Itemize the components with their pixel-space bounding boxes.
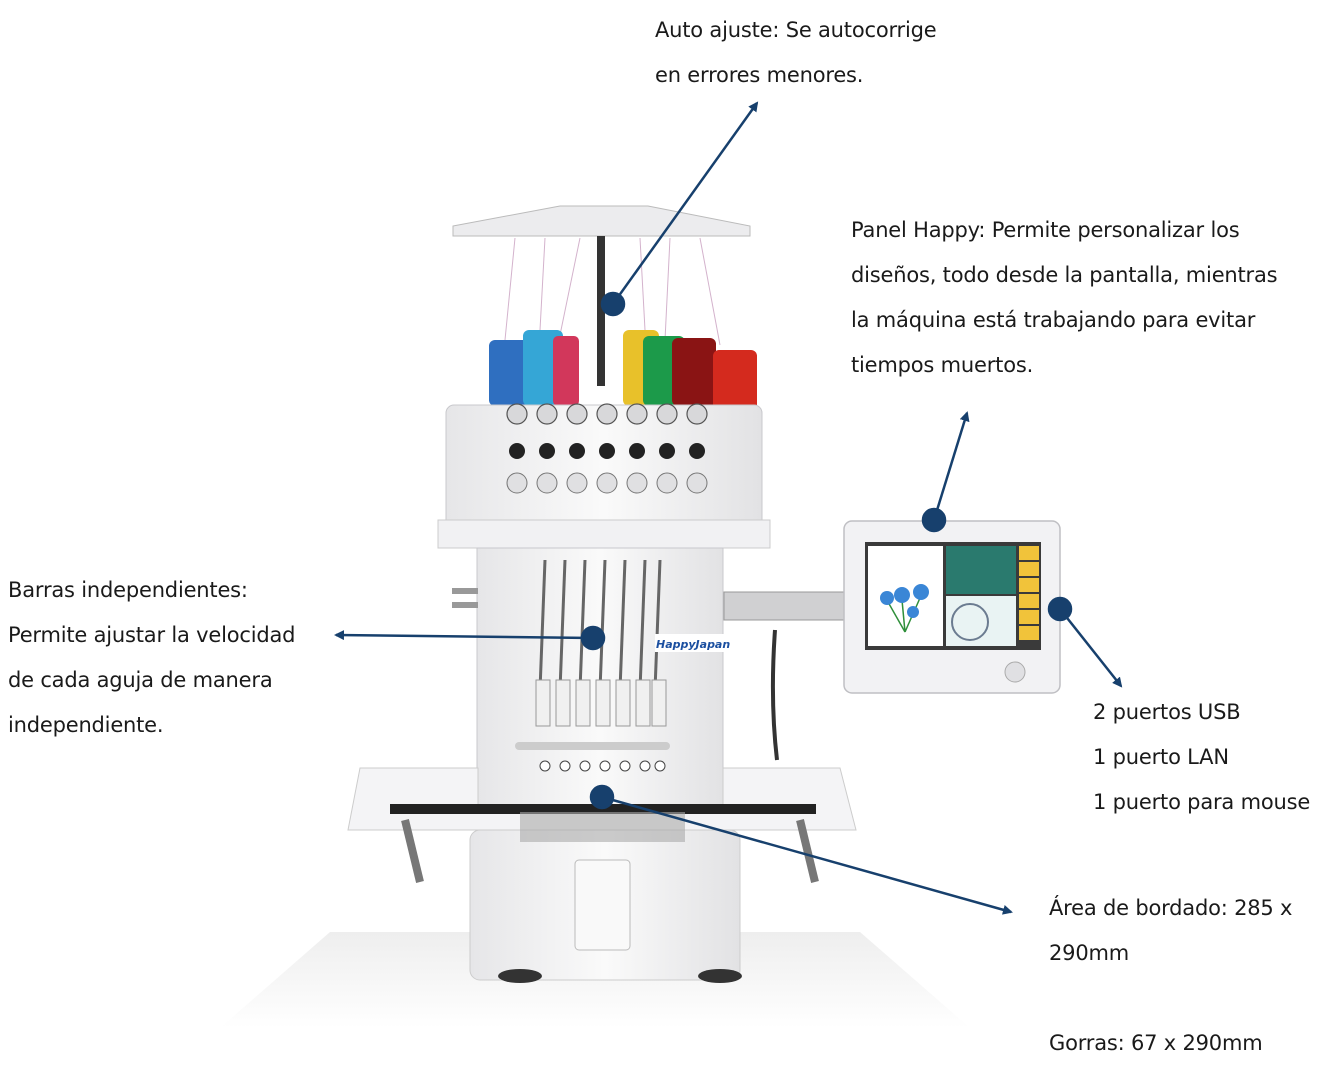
brand-label: HappyJapan: [656, 638, 730, 651]
annotation-barras: Barras independientes: Permite ajustar l…: [8, 568, 296, 748]
arrow-barras: [334, 630, 594, 641]
annotation-line: Barras independientes:: [8, 578, 248, 602]
spool: [553, 336, 579, 406]
arrow-area: [601, 795, 1013, 915]
tension-knobs: [506, 403, 708, 425]
annotation-line: 1 puerto para mouse: [1093, 790, 1311, 814]
annotation-line: 290mm: [1049, 941, 1129, 965]
thread-spools: [489, 330, 757, 410]
panel-arm: [723, 591, 847, 621]
annotation-line: en errores menores.: [655, 63, 864, 87]
annotation-panel-happy: Panel Happy: Permite personalizar los di…: [851, 208, 1278, 388]
annotation-line: diseños, todo desde la pantalla, mientra…: [851, 263, 1278, 287]
machine-body: HappyJapan: [476, 547, 730, 811]
arrow-auto-ajuste: [611, 101, 759, 305]
machine-head: [437, 403, 771, 549]
spool: [489, 340, 529, 406]
annotation-area: Área de bordado: 285 x 290mm: [1049, 886, 1292, 976]
arrow-puertos: [1059, 608, 1123, 688]
annotation-line: Panel Happy: Permite personalizar los: [851, 218, 1240, 242]
needle-bars: [538, 559, 662, 691]
annotation-auto-ajuste: Auto ajuste: Se autocorrige en errores m…: [655, 8, 937, 98]
annotation-puertos: 2 puertos USB 1 puerto LAN 1 puerto para…: [1093, 690, 1310, 825]
annotation-line: Auto ajuste: Se autocorrige: [655, 18, 937, 42]
annotation-gorras: Gorras: 67 x 290mm: [1049, 1021, 1263, 1066]
spool: [672, 338, 716, 406]
annotation-line: tiempos muertos.: [851, 353, 1034, 377]
annotation-line: la máquina está trabajando para evitar: [851, 308, 1256, 332]
annotation-line: Gorras: 67 x 290mm: [1049, 1031, 1263, 1055]
annotation-line: de cada aguja de manera: [8, 668, 273, 692]
arrow-panel: [932, 411, 970, 521]
annotation-line: 2 puertos USB: [1093, 700, 1241, 724]
callout-arrows: [334, 101, 1123, 915]
spool: [713, 350, 757, 410]
annotation-line: independiente.: [8, 713, 164, 737]
annotation-line: 1 puerto LAN: [1093, 745, 1229, 769]
annotation-line: Permite ajustar la velocidad: [8, 623, 296, 647]
happy-control-panel: [843, 520, 1061, 694]
annotation-line: Área de bordado: 285 x: [1049, 896, 1293, 920]
thread-stand: [452, 205, 751, 386]
